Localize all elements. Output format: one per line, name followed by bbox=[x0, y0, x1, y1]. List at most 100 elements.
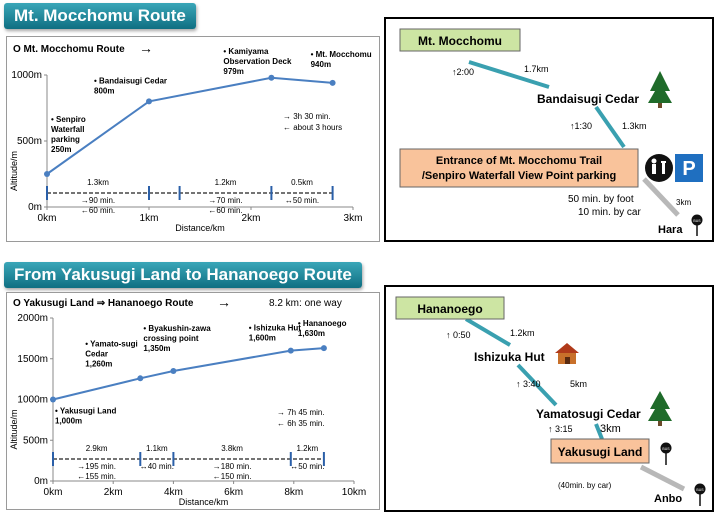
map1-entrance-box bbox=[399, 148, 639, 188]
map2-seg3-time: ↑ 3:15 bbox=[548, 424, 573, 434]
chart1-segment-down-time: ←60 min. bbox=[208, 206, 242, 215]
chart2-time-note: → 7h 45 min. bbox=[277, 408, 325, 417]
chart2-segment-distance: 2.9km bbox=[86, 444, 108, 453]
chart1-data-point bbox=[44, 171, 50, 177]
map2-bus-stop-icon-anbo bbox=[694, 483, 706, 506]
map1-panel: Mt. Mocchomu ↑2:00 1.7km Bandaisugi Ceda… bbox=[384, 17, 714, 242]
chart1-point-label: 250m bbox=[51, 145, 71, 154]
map1-entrance-line2: /Senpiro Waterfall View Point parking bbox=[422, 170, 616, 182]
map2-bus-text-land: BUS bbox=[662, 447, 670, 451]
map1-route-line-3 bbox=[642, 177, 680, 217]
map1-parking-icon bbox=[675, 154, 703, 182]
map1-seg3-dist: 3km bbox=[676, 198, 691, 207]
chart2-x-tick-label: 2km bbox=[104, 487, 123, 498]
chart1-y-tick-label: 0m bbox=[28, 202, 42, 213]
chart1-point-label: 800m bbox=[94, 86, 114, 95]
map2-hut-icon bbox=[555, 343, 579, 364]
map1-seg2-time: ↑1:30 bbox=[570, 121, 592, 131]
chart1-point-label: 940m bbox=[311, 60, 331, 69]
chart2-point-label: crossing point bbox=[143, 334, 198, 343]
chart1-segment-distance: 0.5km bbox=[291, 178, 313, 187]
chart1-y-tick-label: 1000m bbox=[11, 70, 42, 81]
chart1-data-point bbox=[329, 79, 336, 86]
map1-parking-letter: P bbox=[682, 158, 695, 180]
map2-route-line-3 bbox=[594, 423, 604, 440]
chart1-segment-down-time: ↔50 min. bbox=[285, 196, 319, 205]
chart2-segment-up-time: ↔50 min. bbox=[290, 462, 324, 471]
map1-toilet-icon bbox=[645, 154, 673, 182]
chart2-x-tick-label: 8km bbox=[284, 487, 303, 498]
map1-bus-text: BUS bbox=[693, 219, 701, 223]
map2-tree-icon bbox=[648, 391, 672, 426]
chart1-segment-distance: 1.2km bbox=[215, 178, 237, 187]
chart2-x-axis-label: Distance/km bbox=[179, 497, 229, 507]
map2-route-line-2 bbox=[516, 363, 558, 407]
map1-svg: Mt. Mocchomu ↑2:00 1.7km Bandaisugi Ceda… bbox=[399, 28, 703, 236]
chart2-point-label: 1,000m bbox=[55, 417, 82, 426]
chart1-point-label: • Bandaisugi Cedar bbox=[94, 76, 167, 85]
chart2-segment-down-time: ←150 min. bbox=[213, 472, 252, 481]
chart2-point-label: • Byakushin-zawa bbox=[143, 324, 211, 333]
chart2-segment-up-time: ↔40 min. bbox=[140, 462, 174, 471]
map1-route-line-2 bbox=[594, 105, 626, 149]
chart2-y-tick-label: 2000m bbox=[17, 313, 48, 324]
map2-land-label: Yakusugi Land bbox=[558, 445, 643, 459]
chart2-y-tick-label: 0m bbox=[34, 476, 48, 487]
chart2-point-label: • Yakusugi Land bbox=[55, 407, 116, 416]
map1-walk-note: 50 min. by foot bbox=[568, 194, 634, 205]
chart1-title-arrow: → bbox=[139, 40, 153, 56]
map2-bus-text-anbo: BUS bbox=[696, 488, 704, 492]
chart2-data-point bbox=[137, 375, 144, 382]
chart2-title-arrow: → bbox=[217, 294, 231, 310]
chart2-segment-distance: 3.8km bbox=[221, 444, 243, 453]
map2-land-box bbox=[550, 438, 650, 464]
map2-cedar-label: Yamatosugi Cedar bbox=[536, 407, 641, 421]
chart1-point-label: • Senpiro bbox=[51, 115, 86, 124]
chart2-time-note: ← 6h 35 min. bbox=[277, 419, 325, 428]
map1-tree-icon bbox=[648, 71, 672, 108]
map1-mid-label: Bandaisugi Cedar bbox=[537, 92, 639, 106]
map2-svg: Hananoego ↑ 0:50 1.2km Ishizuka Hut ↑ 3:… bbox=[395, 296, 706, 506]
chart2-y-tick-label: 1000m bbox=[17, 395, 48, 406]
map2-seg1-time: ↑ 0:50 bbox=[446, 330, 471, 340]
chart1-segment-distance: 1.3km bbox=[87, 178, 109, 187]
chart2-point-label: 1,630m bbox=[298, 329, 325, 338]
map1-route-line-1 bbox=[468, 60, 550, 89]
chart2-data-point bbox=[50, 396, 56, 403]
chart1-x-tick-label: 1km bbox=[140, 213, 159, 224]
map1-start-box bbox=[399, 28, 521, 52]
chart1-segment-up-time: →90 min. bbox=[81, 196, 115, 205]
route2-banner: From Yakusugi Land to Hananoego Route bbox=[4, 262, 362, 288]
chart1-data-point bbox=[146, 98, 152, 105]
map2-panel: Hananoego ↑ 0:50 1.2km Ishizuka Hut ↑ 3:… bbox=[384, 285, 714, 512]
chart2-title-note: 8.2 km: one way bbox=[269, 298, 342, 309]
chart1-point-label: Observation Deck bbox=[223, 57, 292, 66]
chart2-x-tick-label: 0km bbox=[44, 487, 63, 498]
chart1-point-label: parking bbox=[51, 135, 80, 144]
chart1-point-label: • Mt. Mocchomu bbox=[311, 50, 372, 59]
map2-seg2-dist: 5km bbox=[570, 379, 587, 389]
map1-bus-stop-icon bbox=[691, 214, 703, 236]
chart2-segment-up-time: →180 min. bbox=[213, 462, 252, 471]
map2-route-line-4 bbox=[639, 464, 686, 492]
chart2-point-label: • Hananoego bbox=[298, 319, 347, 328]
chart2-title: O Yakusugi Land ⇒ Hananoego Route bbox=[13, 298, 194, 309]
chart2-point-label: • Yamato-sugi bbox=[85, 339, 137, 348]
map1-start-label: Mt. Mocchomu bbox=[418, 34, 502, 48]
chart2-x-tick-label: 6km bbox=[224, 487, 243, 498]
chart1-point-label: • Kamiyama bbox=[223, 47, 269, 56]
map2-seg3-dist: 3km bbox=[600, 423, 621, 435]
chart1-y-axis-label: Altitude/m bbox=[9, 151, 19, 191]
chart2-point-label: 1,600m bbox=[249, 334, 276, 343]
chart2-data-point bbox=[170, 367, 177, 374]
chart1-title: O Mt. Mocchomu Route bbox=[13, 44, 125, 55]
chart1-point-label: 979m bbox=[223, 67, 243, 76]
chart1-x-tick-label: 3km bbox=[344, 213, 363, 224]
chart1-y-tick-label: 500m bbox=[17, 136, 42, 147]
map1-entrance-line1: Entrance of Mt. Mocchomu Trail bbox=[436, 155, 602, 167]
map1-car-note: 10 min. by car bbox=[578, 207, 641, 218]
chart2-x-tick-label: 10km bbox=[342, 487, 366, 498]
chart2-point-label: Cedar bbox=[85, 349, 108, 358]
chart1-series-line bbox=[46, 76, 333, 175]
